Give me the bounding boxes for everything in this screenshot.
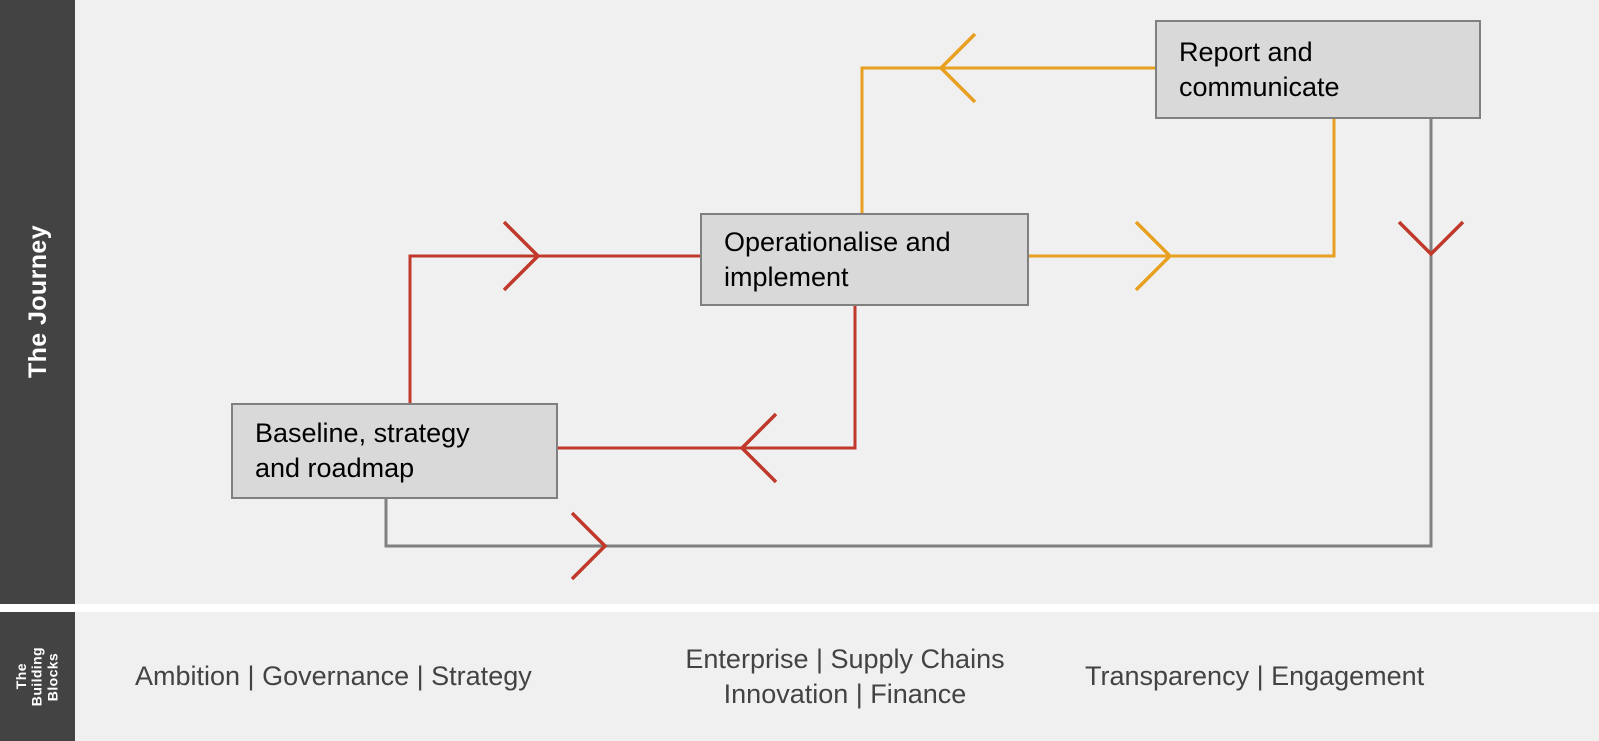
building-blocks-row: Ambition | Governance | Strategy Enterpr…	[75, 612, 1599, 741]
connector-operationalise-to-baseline	[558, 306, 857, 484]
connector-operationalise-to-report	[1029, 119, 1336, 292]
arrowhead-right-orange	[1134, 220, 1173, 292]
arrowhead-left-orange	[938, 32, 977, 104]
journey-rail: The Journey	[0, 0, 75, 604]
arrowhead-right-grey-line	[570, 511, 608, 581]
connector-report-to-operationalise	[860, 32, 1155, 213]
process-box-baseline[interactable]: Baseline, strategy and roadmap	[231, 403, 558, 499]
building-blocks-rail: The Building Blocks	[0, 612, 75, 741]
process-box-operationalise[interactable]: Operationalise and implement	[700, 213, 1029, 306]
process-box-baseline-label: Baseline, strategy and roadmap	[255, 418, 470, 483]
building-blocks-rail-label: The Building Blocks	[12, 646, 61, 707]
process-box-report[interactable]: Report and communicate	[1155, 20, 1481, 119]
arrowhead-right-red	[502, 220, 541, 292]
building-block-group-2: Enterprise | Supply Chains Innovation | …	[685, 643, 1005, 709]
connector-baseline-to-operationalise	[408, 220, 700, 403]
building-block-group-3: Transparency | Engagement	[1085, 661, 1425, 692]
building-blocks-panel	[75, 612, 1599, 741]
connector-report-to-baseline-grey	[384, 119, 1465, 581]
flow-connectors	[384, 32, 1465, 581]
process-box-operationalise-label: Operationalise and implement	[724, 226, 951, 292]
building-block-group-1: Ambition | Governance | Strategy	[135, 661, 532, 692]
arrowhead-left-red	[739, 412, 778, 484]
arrowhead-down-grey-line	[1397, 220, 1465, 257]
process-box-report-label: Report and communicate	[1179, 36, 1340, 102]
